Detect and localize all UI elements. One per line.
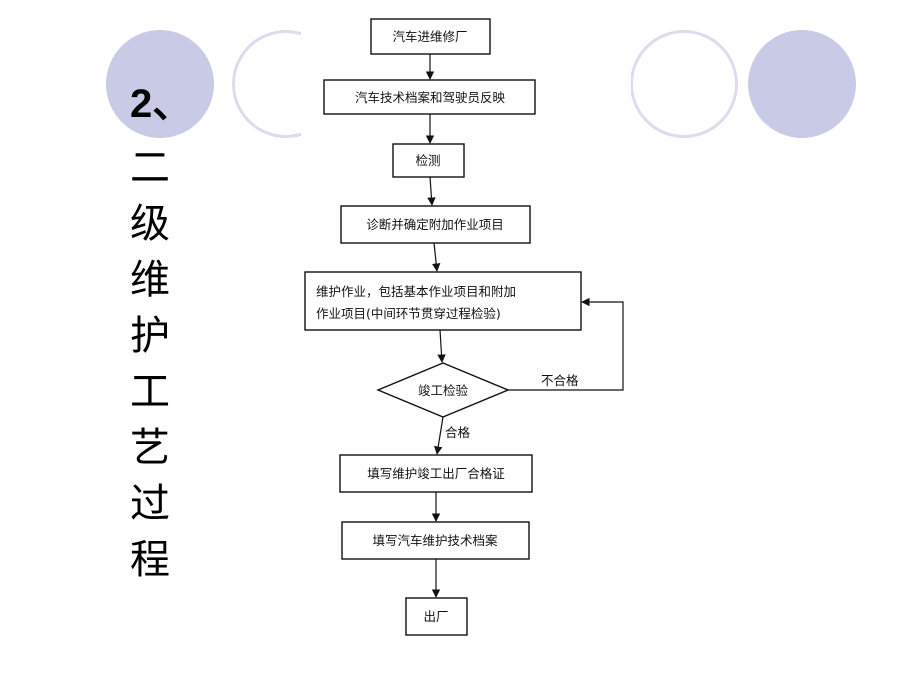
node-tech-record: 填写汽车维护技术档案 bbox=[341, 521, 530, 560]
node-inspection-label: 检测 bbox=[415, 153, 440, 168]
edge-diagnose-to-maintenance bbox=[432, 242, 441, 272]
node-final-inspection-label: 竣工检验 bbox=[418, 383, 469, 398]
node-certificate-label: 填写维护竣工出厂合格证 bbox=[367, 466, 505, 481]
edge-final-to-certificate bbox=[434, 416, 444, 455]
node-final-inspection: 竣工检验 bbox=[376, 362, 510, 418]
decor-ring-right bbox=[630, 30, 738, 138]
slide-title: 二 级 维 护 工 艺 过 程 bbox=[128, 140, 172, 588]
node-certificate: 填写维护竣工出厂合格证 bbox=[339, 454, 533, 493]
node-maintenance-work: 维护作业，包括基本作业项目和附加 作业项目(中间环节贯穿过程检验) bbox=[304, 271, 582, 331]
title-char: 过 bbox=[130, 481, 170, 527]
decor-circle-right bbox=[748, 30, 856, 138]
decor-circle-left bbox=[106, 30, 214, 138]
node-exit-factory-label: 出厂 bbox=[423, 609, 448, 624]
node-exit-factory: 出厂 bbox=[405, 597, 468, 636]
node-diagnose-label: 诊断并确定附加作业项目 bbox=[366, 217, 504, 232]
edge-inspection-to-diagnose bbox=[427, 176, 436, 206]
title-char: 级 bbox=[130, 201, 170, 247]
node-enter-factory-label: 汽车进维修厂 bbox=[392, 29, 467, 44]
title-char: 程 bbox=[130, 537, 170, 583]
edge-pass-label: 合格 bbox=[445, 425, 471, 440]
edge-maintenance-to-final bbox=[437, 329, 446, 363]
node-maintenance-work-label-line1: 维护作业，包括基本作业项目和附加 bbox=[316, 284, 516, 299]
title-char: 护 bbox=[130, 313, 170, 359]
title-char: 二 bbox=[130, 145, 170, 191]
node-inspection: 检测 bbox=[392, 143, 465, 178]
node-tech-record-label: 填写汽车维护技术档案 bbox=[372, 533, 498, 548]
node-maintenance-work-label-line2: 作业项目(中间环节贯穿过程检验) bbox=[316, 306, 501, 321]
edge-fail-loop bbox=[508, 297, 624, 391]
title-char: 维 bbox=[130, 257, 170, 303]
title-char: 艺 bbox=[130, 425, 170, 471]
node-diagnose: 诊断并确定附加作业项目 bbox=[340, 205, 531, 244]
title-char: 工 bbox=[130, 369, 170, 415]
node-archive-feedback: 汽车技术档案和驾驶员反映 bbox=[323, 79, 536, 115]
slide-title-number: 2、 bbox=[130, 82, 193, 126]
node-archive-feedback-label: 汽车技术档案和驾驶员反映 bbox=[355, 90, 506, 105]
node-enter-factory: 汽车进维修厂 bbox=[370, 18, 491, 55]
edge-fail-label: 不合格 bbox=[541, 373, 579, 388]
